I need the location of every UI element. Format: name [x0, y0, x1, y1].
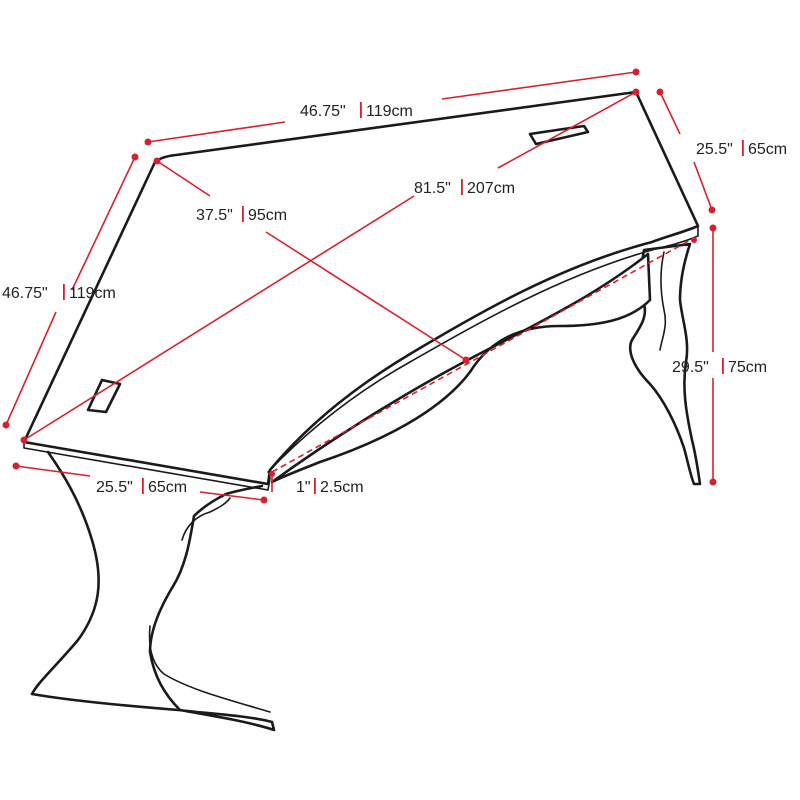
svg-text:119cm: 119cm [69, 285, 116, 302]
label-right-depth: 25.5" 65cm [696, 140, 787, 158]
svg-text:65cm: 65cm [148, 479, 187, 496]
dim-left-side-width [2, 153, 139, 429]
svg-text:65cm: 65cm [748, 141, 787, 158]
desk-top-surface [22, 90, 700, 486]
dim-diagonal-span [20, 88, 640, 444]
svg-text:46.75": 46.75" [300, 103, 346, 120]
dim-left-depth [12, 462, 268, 504]
label-left-depth: 25.5" 65cm [96, 478, 187, 496]
dim-corner-depth [153, 157, 470, 364]
desk-top-edge-front [267, 225, 699, 473]
left-leg-inner-edge [148, 625, 271, 713]
left-leg-knee-cutout [181, 497, 231, 541]
dim-height [709, 224, 717, 486]
svg-text:2.5cm: 2.5cm [320, 479, 364, 496]
svg-text:119cm: 119cm [366, 103, 413, 120]
svg-text:46.75": 46.75" [2, 285, 48, 302]
label-top-thickness: 1" 2.5cm [296, 478, 364, 496]
label-corner-depth: 37.5" 95cm [196, 206, 287, 224]
cable-grommet-left [86, 378, 122, 414]
dim-top-back-width [144, 68, 640, 146]
svg-text:29.5": 29.5" [672, 359, 709, 376]
desk-top-edge-left [23, 441, 271, 491]
right-leg-inner-edge [659, 251, 667, 351]
svg-text:1": 1" [296, 479, 311, 496]
svg-text:37.5": 37.5" [196, 207, 233, 224]
svg-text:95cm: 95cm [248, 207, 287, 224]
right-leg-panel [629, 242, 702, 486]
dim-right-depth [656, 88, 716, 214]
svg-text:75cm: 75cm [728, 359, 767, 376]
svg-text:25.5": 25.5" [96, 479, 133, 496]
label-left-side-width: 46.75" 119cm [2, 284, 116, 302]
label-top-back-width: 46.75" 119cm [300, 102, 413, 120]
dim-top-thickness [269, 237, 697, 492]
label-height: 29.5" 75cm [672, 358, 767, 376]
label-diagonal-span: 81.5" 207cm [414, 179, 515, 197]
svg-text:25.5": 25.5" [696, 141, 733, 158]
svg-text:207cm: 207cm [467, 180, 515, 197]
svg-text:81.5": 81.5" [414, 180, 451, 197]
